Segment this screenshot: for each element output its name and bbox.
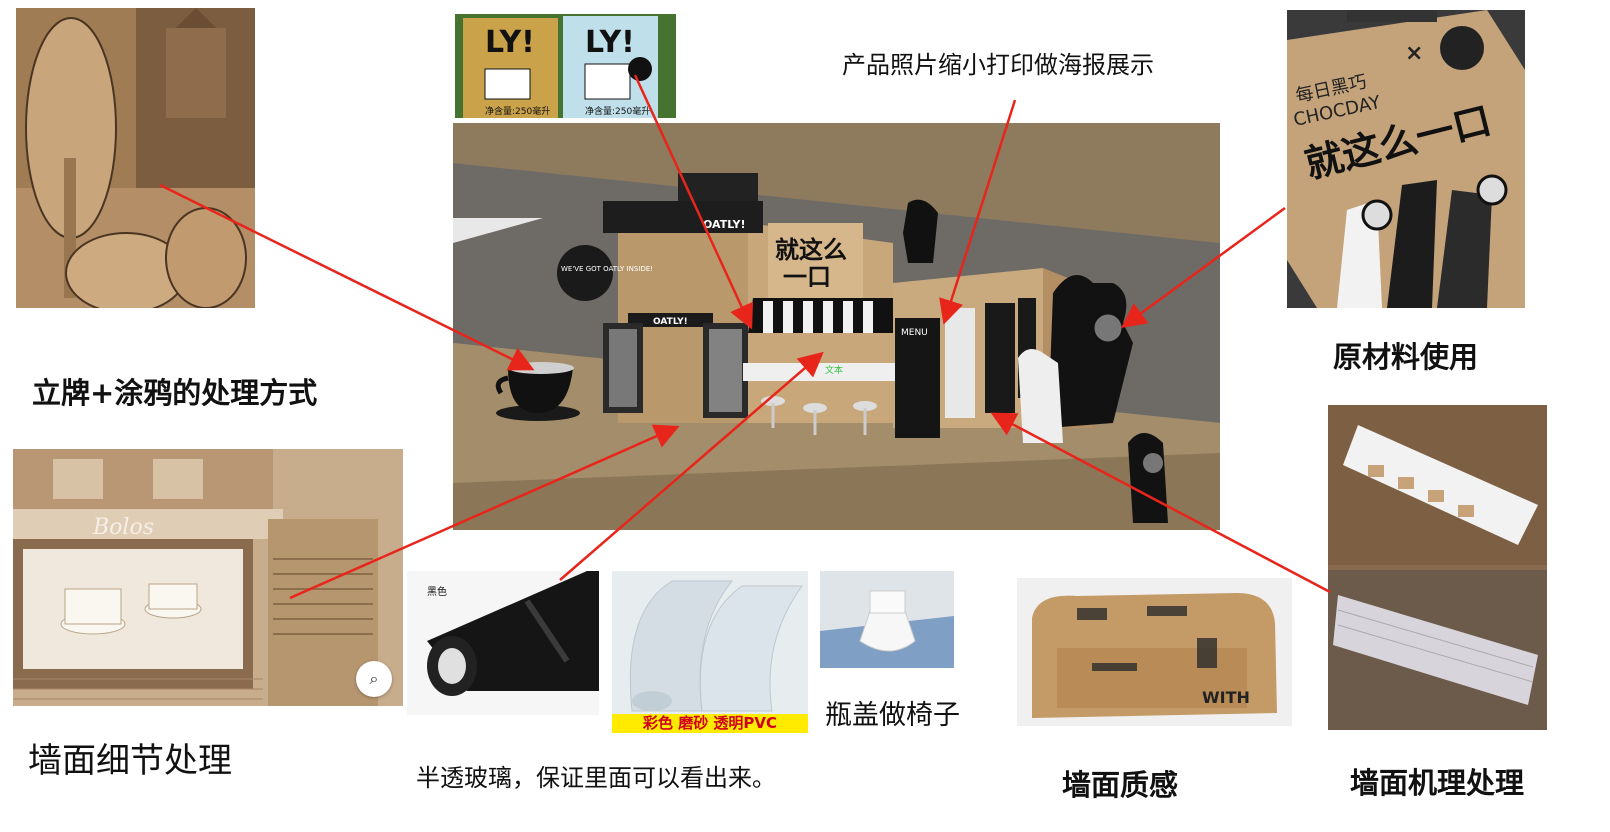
render-menu-title: MENU <box>901 328 928 338</box>
render-badge: WE'VE GOT OATLY INSIDE! <box>561 265 653 273</box>
caption-wall-detail: 墙面细节处理 <box>28 741 232 781</box>
cardboard-sofa-photo: WITH <box>1017 578 1292 726</box>
pvc-banner: 彩色 磨砂 透明PVC <box>612 714 808 733</box>
caption-bottle-cap-chair: 瓶盖做椅子 <box>825 700 960 731</box>
render-brand-roof: OATLY! <box>703 218 746 231</box>
brand-b-text: LY! <box>585 25 635 60</box>
sub-a-text: 净含量:250毫升 <box>485 105 550 117</box>
film-label: 黑色 <box>427 587 447 598</box>
caption-poster-display: 产品照片缩小打印做海报展示 <box>842 51 1154 79</box>
wall-grain-photo <box>1328 405 1547 730</box>
render-brand-door: OATLY! <box>653 317 688 327</box>
caption-semi-transparent-glass: 半透玻璃，保证里面可以看出来。 <box>416 764 776 792</box>
caption-raw-material: 原材料使用 <box>1333 340 1479 374</box>
cardboard-bakery-photo: Bolos ⌕ <box>13 449 403 706</box>
render-slogan-bottom: 一口 <box>783 263 831 291</box>
bottle-cap-photo <box>820 571 954 668</box>
render-placeholder-text: 文本 <box>825 364 843 376</box>
choc-x-mark: × <box>1405 41 1423 66</box>
pvc-sheet-photo: 彩色 磨砂 透明PVC <box>612 571 808 733</box>
bakery-sign: Bolos <box>92 515 154 540</box>
sub-b-text: 净含量:250毫升 <box>585 105 650 117</box>
render-slogan-top: 就这么 <box>775 236 847 264</box>
caption-wall-texture: 墙面质感 <box>1062 768 1179 802</box>
black-film-photo: 黑色 <box>407 571 599 715</box>
sofa-print: WITH <box>1202 688 1250 707</box>
caption-signboard-graffiti: 立牌+涂鸦的处理方式 <box>32 376 318 410</box>
visual-search-icon[interactable]: ⌕ <box>356 661 392 697</box>
cardboard-tree-photo <box>16 8 255 308</box>
product-box-photo: LY! LY! 净含量:250毫升 净含量:250毫升 <box>455 14 676 118</box>
brand-a-text: LY! <box>485 25 535 60</box>
store-render: OATLY! 就这么 一口 OATLY! 文本 MENU W <box>453 123 1220 530</box>
caption-wall-grain: 墙面机理处理 <box>1350 766 1525 800</box>
chocday-box-photo: 每日黑巧 CHOCDAY × 就这么一口 <box>1287 10 1525 308</box>
